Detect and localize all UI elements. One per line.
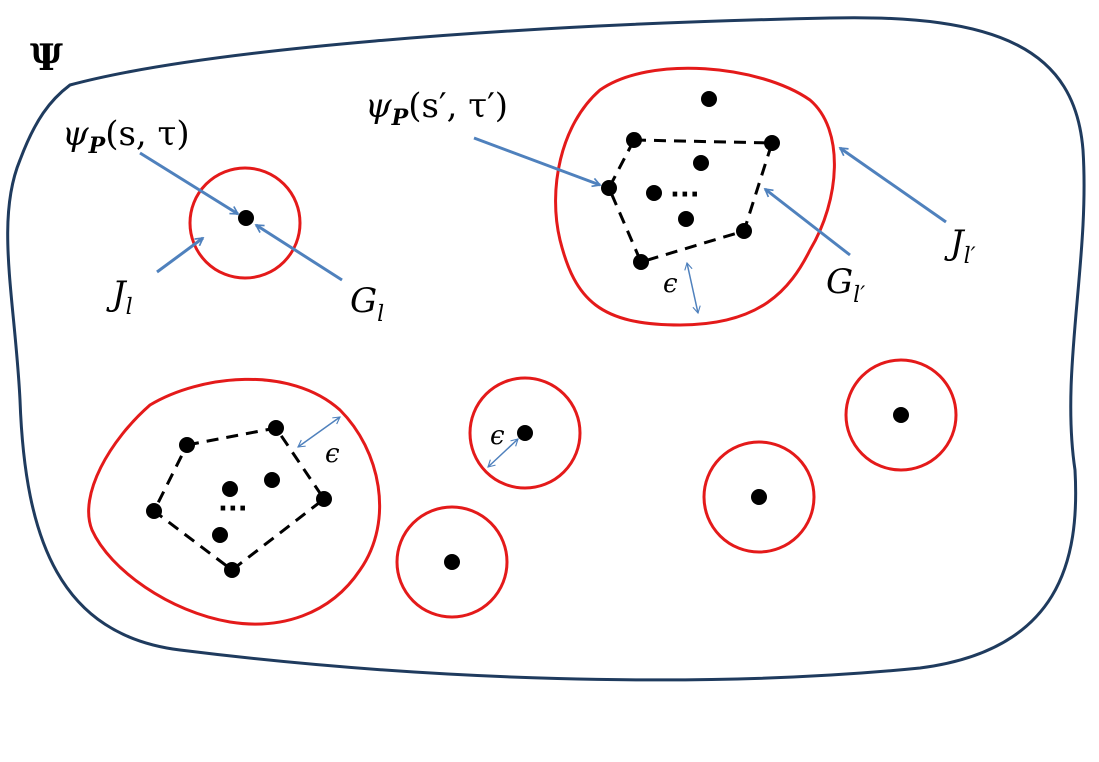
point [764,135,780,151]
epsilon-label-lp: ϵ [663,269,678,299]
point [264,472,280,488]
arrow-g-lp [765,187,851,257]
epsilon-arrow-lp [684,261,701,315]
point [736,223,752,239]
point [701,91,717,107]
g-l-label: Gl [350,281,384,327]
epsilon-arrow-mid [487,438,519,468]
epsilon-label-bl: ϵ [325,439,340,469]
psi-single-main: ψ [62,114,89,154]
arrow-psi-multi [473,136,600,185]
point [238,210,254,226]
cluster-boundary [702,440,816,554]
point [517,425,533,441]
ellipsis: ··· [218,494,248,524]
point [601,180,617,196]
point [633,254,649,270]
point [212,527,228,543]
point [146,503,162,519]
cluster-l-boundary [188,166,302,280]
point [893,407,909,423]
epsilon-label-mid: ϵ [490,421,505,451]
arrow-j-l [156,236,203,274]
arrow-j-lp [840,146,947,224]
point [316,491,332,507]
point [646,185,662,201]
arrow-g-l [256,223,343,282]
point [179,437,195,453]
point [268,420,284,436]
point [222,481,238,497]
cluster-lp-hull [607,138,775,264]
cluster-lp-boundary [554,66,836,327]
point [626,132,642,148]
space-label: Ψ [30,37,63,79]
cluster-boundary [844,358,958,472]
psi-single-label: ψP(s, τ) [62,114,190,159]
cluster-bl-boundary [87,377,382,626]
j-lp-label: Jl′ [944,223,976,269]
ellipsis: ··· [670,180,700,210]
point [224,562,240,578]
space-boundary [6,16,1086,682]
point [751,489,767,505]
point [693,155,709,171]
psi-multi-label: ψP(s′, τ′) [365,86,508,131]
cluster-boundary [395,505,509,619]
arrow-psi-single [139,151,238,216]
g-lp-label: Gl′ [826,262,865,308]
epsilon-arrow-bl [297,416,341,448]
cluster-bl-hull [152,426,327,572]
j-l-label: Jl [106,274,133,320]
point [678,211,694,227]
point [444,554,460,570]
cluster-boundary [468,376,582,490]
